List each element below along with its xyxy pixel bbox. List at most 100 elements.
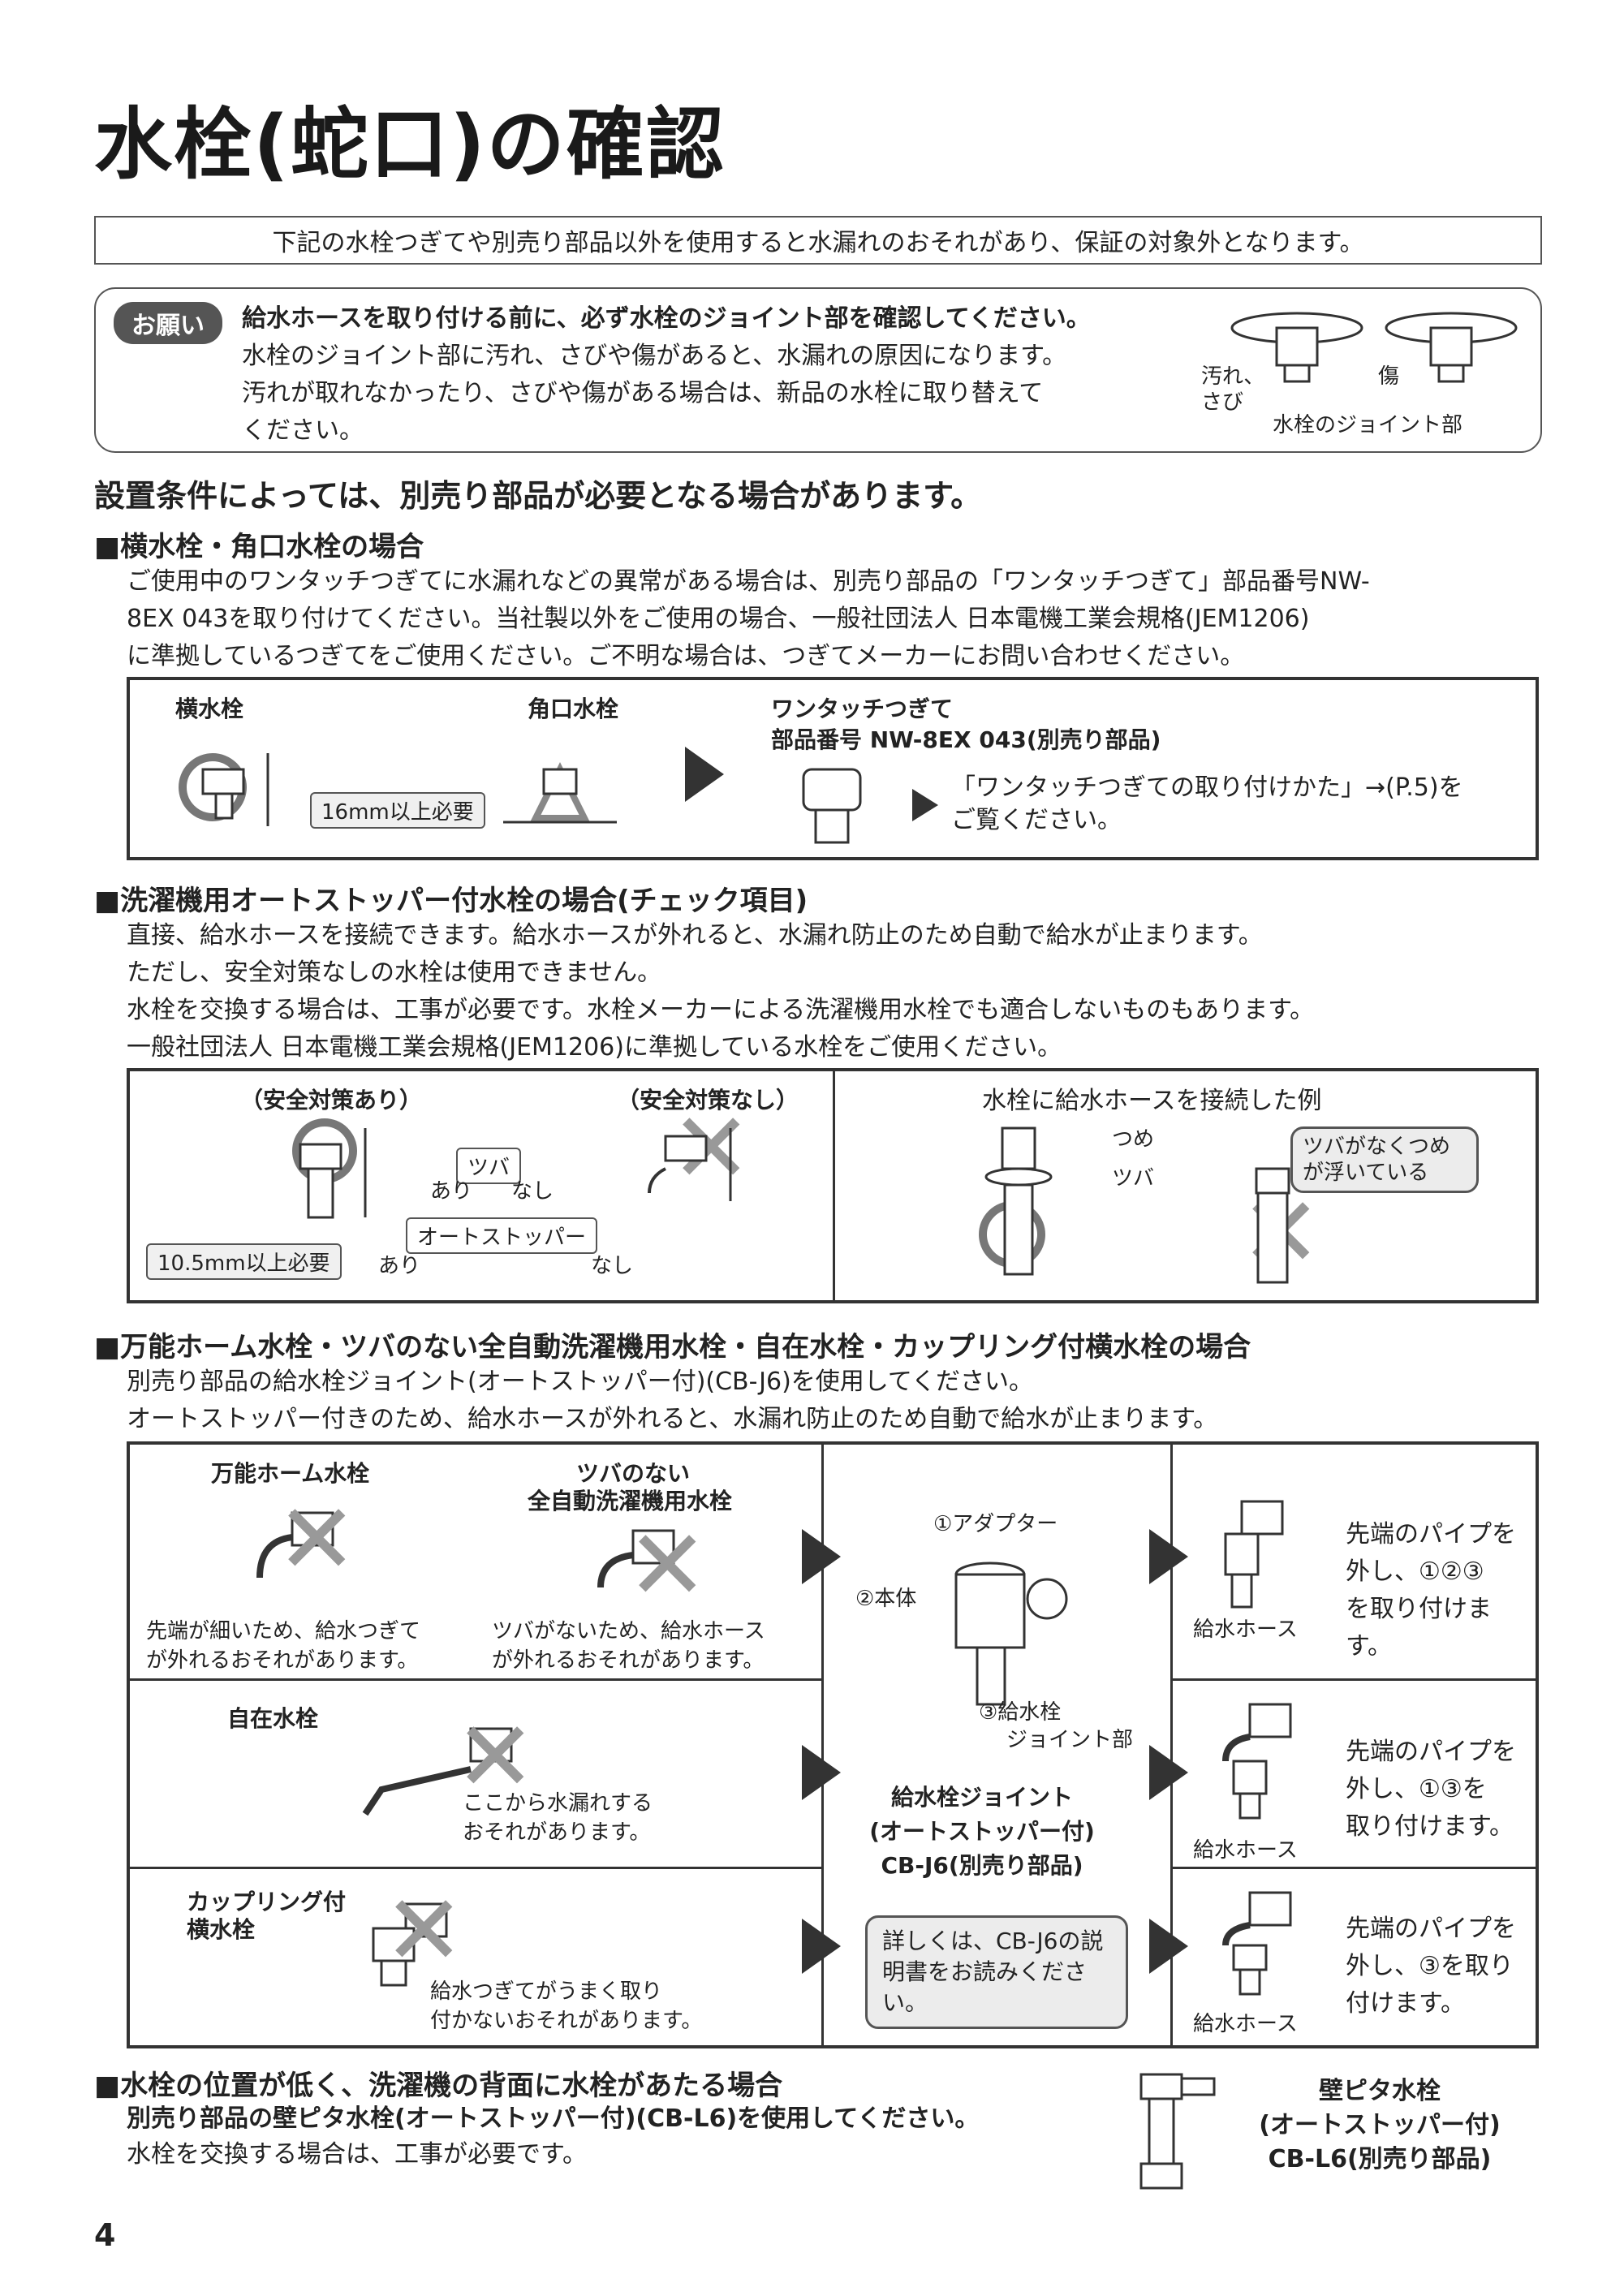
sec2-heading: ■洗濯機用オートストッパー付水栓の場合(チェック項目) <box>94 885 808 917</box>
yoko-label: 横水栓 <box>175 696 244 722</box>
result2-faucet-icon <box>1222 1703 1292 1820</box>
notsuba-note: ツバがないため、給水ホース が外れるおそれがあります。 <box>492 1617 765 1675</box>
hose-label-3: 給水ホース <box>1193 2012 1298 2036</box>
cbl6-product-2: (オートストッパー付) <box>1259 2111 1501 2139</box>
float-note-1: ツバがなくつめ <box>1303 1135 1451 1159</box>
result1-line-3: を取り付けます。 <box>1346 1595 1492 1661</box>
sec4-line-2: 水栓を交換する場合は、工事が必要です。 <box>127 2140 587 2169</box>
arrow-right-icon <box>685 747 724 802</box>
connect-ok-icon <box>984 1126 1053 1276</box>
yoko-faucet-icon <box>201 753 269 826</box>
install-heading: 設置条件によっては、別売り部品が必要となる場合があります。 <box>94 478 982 514</box>
coupling-label-1: カップリング付 <box>187 1889 347 1915</box>
joint-label-2: ジョイント部 <box>1006 1728 1134 1752</box>
cbl6-product: 壁ピタ水栓 (オートストッパー付) CB-L6(別売り部品) <box>1258 2074 1501 2177</box>
cbl6-product-3: CB-L6(別売り部品) <box>1268 2145 1492 2173</box>
tsuba-label: ツバ <box>1112 1166 1155 1191</box>
sec1-line-2: 8EX 043を取り付けてください。当社製以外をご使用の場合、一般社団法人 日本… <box>127 605 1310 633</box>
warranty-notice-text: 下記の水栓つぎてや別売り部品以外を使用すると水漏れのおそれがあり、保証の対象外と… <box>272 229 1364 257</box>
cbj6-product: 給水栓ジョイント (オートストッパー付) CB-J6(別売り部品) <box>844 1781 1120 1883</box>
tsuba-ari: あり <box>430 1179 473 1204</box>
cbj6-product-2: (オートストッパー付) <box>869 1818 1095 1845</box>
banno-note-2: が外れるおそれがあります。 <box>146 1648 419 1673</box>
safe-faucet-icon <box>299 1128 367 1219</box>
jizai-faucet-icon <box>362 1727 513 1816</box>
sec3-line-1: 別売り部品の給水栓ジョイント(オートストッパー付)(CB-J6)を使用してくださ… <box>127 1368 1033 1396</box>
sec4-line-1: 別売り部品の壁ピタ水栓(オートストッパー付)(CB-L6)を使用してください。 <box>127 2104 980 2133</box>
banno-faucet-icon <box>256 1511 334 1579</box>
arrow-row3-icon <box>802 1919 841 1974</box>
onetouch-ref-2: ご覧ください。 <box>951 806 1122 834</box>
banno-note-1: 先端が細いため、給水つぎて <box>146 1619 421 1643</box>
request-text: 給水ホースを取り付ける前に、必ず水栓のジョイント部を確認してください。 水栓のジ… <box>242 300 1091 450</box>
adapter-label: ①アダプター <box>933 1512 1058 1536</box>
result3-text: 先端のパイプを 外し、③を取り 付けます。 <box>1346 1910 1516 2022</box>
result2-line-1: 先端のパイプを <box>1346 1738 1516 1766</box>
dirty-label-1: 汚れ、 <box>1201 364 1265 389</box>
request-line-4: ください。 <box>242 416 364 445</box>
sec3-heading: ■万能ホーム水栓・ツバのない全自動洗濯機用水栓・自在水栓・カップリング付横水栓の… <box>94 1331 1251 1363</box>
sec3-line-2: オートストッパー付きのため、給水ホースが外れると、水漏れ防止のため自動で給水が止… <box>127 1405 1218 1433</box>
sec2-line-3: 水栓を交換する場合は、工事が必要です。水栓メーカーによる洗濯機用水栓でも適合しな… <box>127 996 1315 1024</box>
sec1-paragraph: ご使用中のワンタッチつぎてに水漏れなどの異常がある場合は、別売り部品の「ワンタッ… <box>127 563 1370 675</box>
sec2-figure-box: （安全対策あり） （安全対策なし） ✕ ツバ あり なし オートストッパー 10… <box>127 1068 1539 1303</box>
sec2-line-2: ただし、安全対策なしの水栓は使用できません。 <box>127 958 662 987</box>
joint-label-1: ③給水栓 <box>979 1700 1062 1725</box>
result2-line-3: 取り付けます。 <box>1346 1812 1514 1841</box>
page-title: 水栓(蛇口)の確認 <box>94 99 726 190</box>
request-pill: お願い <box>114 302 222 344</box>
jizai-x-icon: ✕ <box>454 1701 536 1814</box>
arrow-right-row3-icon <box>1149 1919 1188 1974</box>
gap-10mm-tag: 10.5mm以上必要 <box>146 1243 342 1280</box>
gap-16mm-tag: 16mm以上必要 <box>310 792 485 829</box>
result3-line-3: 付けます。 <box>1346 1989 1465 2018</box>
connect-example-label: 水栓に給水ホースを接続した例 <box>982 1087 1322 1115</box>
banno-x-icon: ✕ <box>276 1484 358 1596</box>
tsuba-tag: ツバ <box>456 1148 522 1184</box>
sec1-heading: ■横水栓・角口水栓の場合 <box>94 531 424 563</box>
notsuba-x-icon: ✕ <box>627 1510 709 1622</box>
cbl6-product-1: 壁ピタ水栓 <box>1319 2077 1441 2105</box>
coupling-label-2: 横水栓 <box>187 1916 256 1943</box>
jizai-note-1: ここから水漏れする <box>463 1791 653 1816</box>
safe-yes-label: （安全対策あり） <box>240 1087 423 1114</box>
arrow-row1-icon <box>802 1529 841 1584</box>
tsuba-nashi: なし <box>511 1179 554 1204</box>
result1-line-1: 先端のパイプを <box>1346 1520 1516 1549</box>
cbj6-detail-note: 詳しくは、CB-J6の説 明書をお読みくださ い。 <box>865 1915 1128 2029</box>
dirty-label-2: さび <box>1201 390 1244 415</box>
jizai-note-2: おそれがあります。 <box>463 1820 651 1845</box>
hose-label-2: 給水ホース <box>1193 1838 1298 1863</box>
kakuguchi-faucet-icon <box>503 762 617 824</box>
small-arrow-icon <box>912 789 938 821</box>
onetouch-ref-1: 「ワンタッチつぎての取り付けかた」→(P.5)を <box>951 773 1463 802</box>
onetouch-part-icon <box>802 768 862 844</box>
request-line-2: 水栓のジョイント部に汚れ、さびや傷があると、水漏れの原因になります。 <box>242 342 1067 370</box>
cbj6-detail-3: い。 <box>882 1989 928 2016</box>
result1-faucet-icon <box>1224 1500 1284 1609</box>
coupling-note: 給水つぎてがうまく取り 付かないおそれがあります。 <box>430 1977 702 2035</box>
coupling-x-icon: ✕ <box>383 1875 465 1988</box>
result2-text: 先端のパイプを 外し、①③を 取り付けます。 <box>1346 1734 1516 1846</box>
request-line-1: 給水ホースを取り付ける前に、必ず水栓のジョイント部を確認してください。 <box>242 304 1091 333</box>
jizai-note: ここから水漏れする おそれがあります。 <box>463 1789 653 1847</box>
autostopper-nashi: なし <box>591 1254 634 1278</box>
result1-line-2: 外し、①②③ <box>1346 1557 1484 1586</box>
arrow-right-row2-icon <box>1149 1745 1188 1800</box>
notsuba-note-1: ツバがないため、給水ホース <box>492 1619 765 1643</box>
request-box: お願い 給水ホースを取り付ける前に、必ず水栓のジョイント部を確認してください。 … <box>94 287 1542 453</box>
sec3-paragraph: 別売り部品の給水栓ジョイント(オートストッパー付)(CB-J6)を使用してくださ… <box>127 1363 1217 1438</box>
jizai-label: 自在水栓 <box>227 1705 319 1732</box>
sec2-line-4: 一般社団法人 日本電機工業会規格(JEM1206)に準拠している水栓をご使用くだ… <box>127 1033 1062 1062</box>
float-note-2: が浮いている <box>1303 1161 1429 1185</box>
notsuba-label-1: ツバのない <box>576 1460 691 1487</box>
connect-ng-icon <box>1255 1167 1290 1284</box>
autostopper-ari: あり <box>378 1254 421 1278</box>
cbj6-detail-2: 明書をお読みくださ <box>882 1958 1088 1985</box>
hose-label-1: 給水ホース <box>1193 1618 1298 1642</box>
page-number: 4 <box>94 2217 116 2253</box>
coupling-note-1: 給水つぎてがうまく取り <box>430 1979 663 2004</box>
sec1-line-1: ご使用中のワンタッチつぎてに水漏れなどの異常がある場合は、別売り部品の「ワンタッ… <box>127 567 1370 596</box>
result3-line-2: 外し、③を取り <box>1346 1952 1514 1980</box>
result3-faucet-icon <box>1222 1891 1292 1996</box>
